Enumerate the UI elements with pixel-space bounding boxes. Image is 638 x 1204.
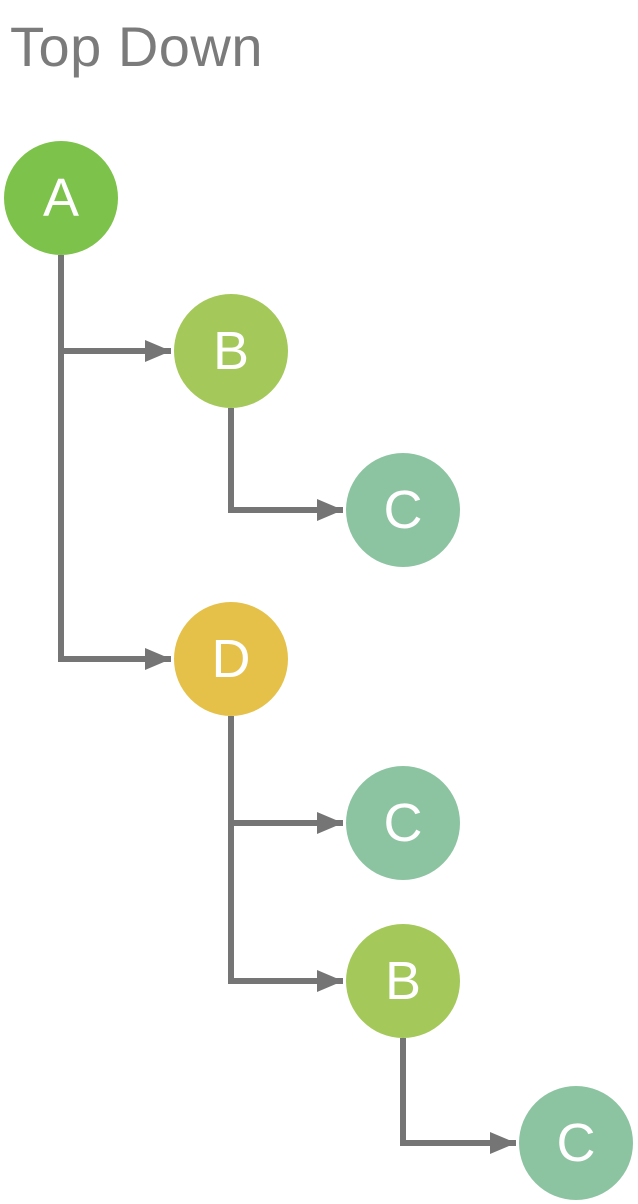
node-label-C1: C <box>384 480 423 540</box>
edge-D-to-B2 <box>228 823 343 992</box>
diagram-title: Top Down <box>10 15 264 78</box>
node-D: D <box>174 602 288 716</box>
node-circle-B1 <box>174 294 288 408</box>
node-label-A: A <box>43 168 79 228</box>
node-C2: C <box>346 766 460 880</box>
node-label-D: D <box>212 629 251 689</box>
node-circle-A <box>4 141 118 255</box>
node-circle-C1 <box>346 453 460 567</box>
node-circle-C3 <box>519 1086 633 1200</box>
node-B1: B <box>174 294 288 408</box>
edge-B1-to-C1 <box>228 408 343 521</box>
node-label-C2: C <box>384 793 423 853</box>
edge-A-to-B1 <box>58 255 171 362</box>
edge-A-to-D <box>58 351 171 670</box>
node-label-B2: B <box>385 951 421 1011</box>
node-A: A <box>4 141 118 255</box>
node-label-C3: C <box>557 1113 596 1173</box>
node-circle-B2 <box>346 924 460 1038</box>
node-C1: C <box>346 453 460 567</box>
node-label-B1: B <box>213 321 249 381</box>
node-circle-C2 <box>346 766 460 880</box>
edge-D-to-C2 <box>228 716 343 834</box>
node-circle-D <box>174 602 288 716</box>
node-B2: B <box>346 924 460 1038</box>
edge-B2-to-C3 <box>400 1038 516 1154</box>
node-C3: C <box>519 1086 633 1200</box>
